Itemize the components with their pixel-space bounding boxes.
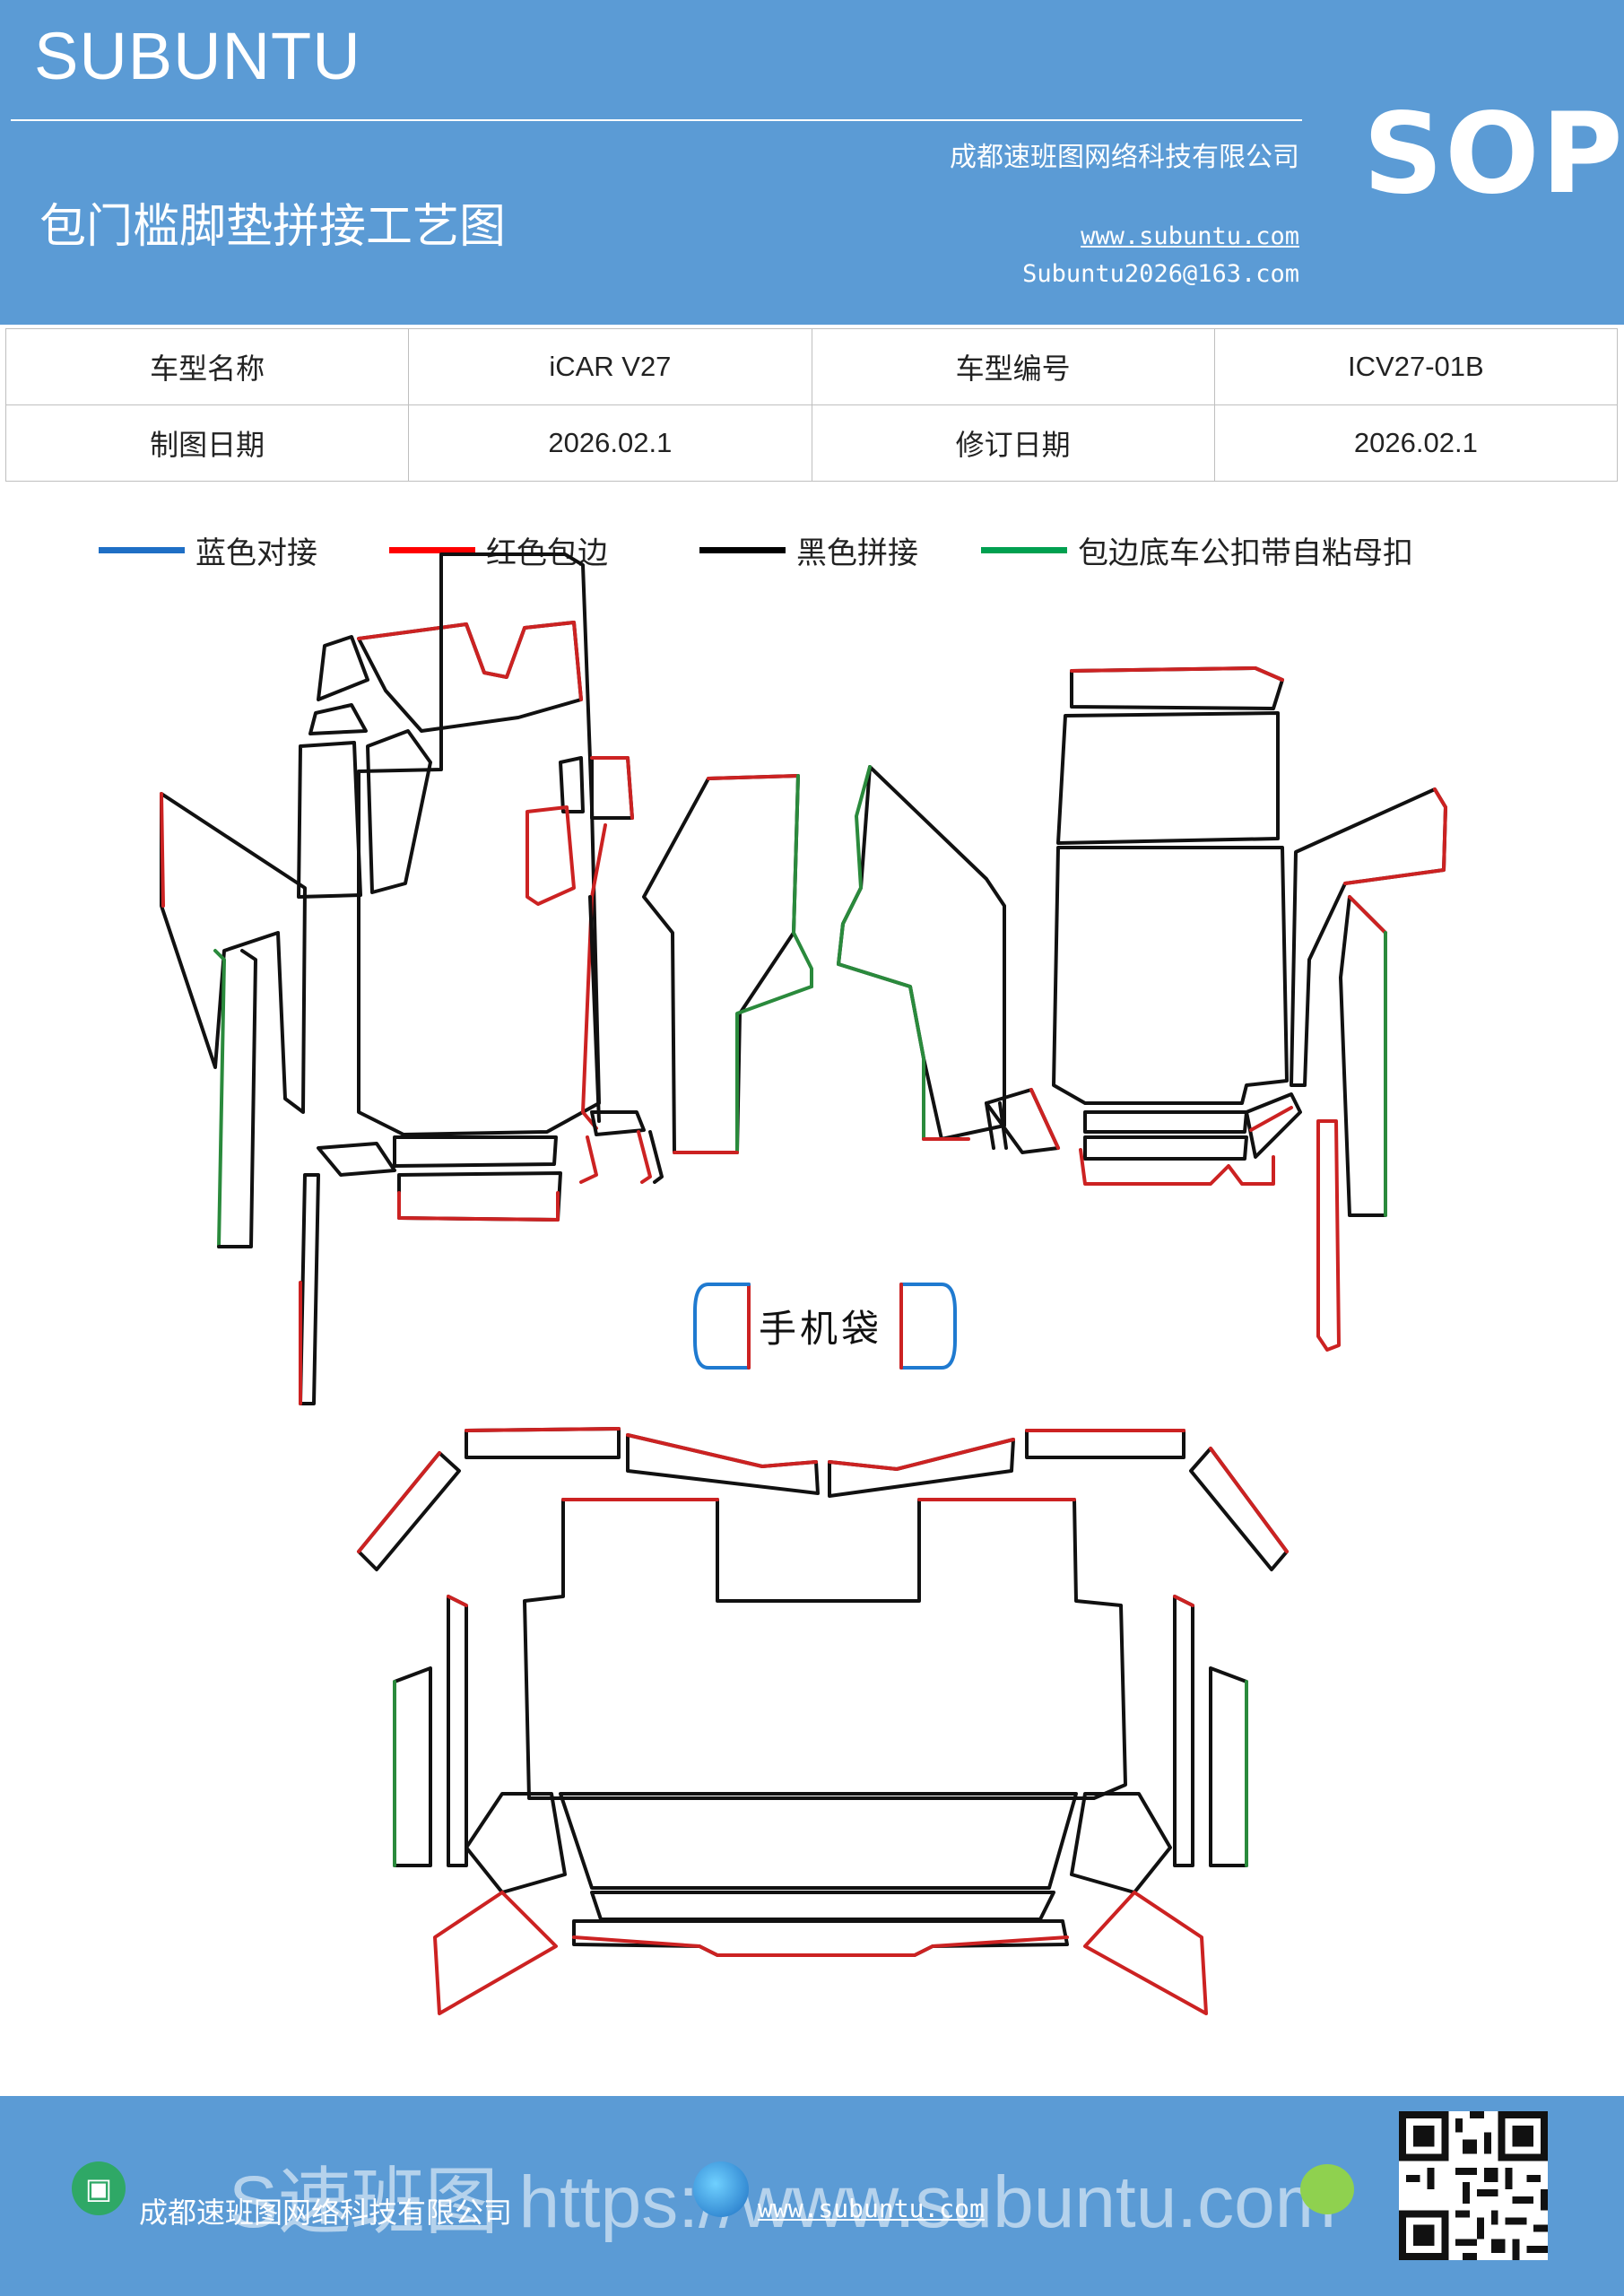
right-front-mats [837,666,1447,1352]
rear-mats [357,1427,1289,2015]
footer-company: 成都速班图网络科技有限公司 [139,2196,513,2230]
header-divider [11,119,1302,121]
sop-badge: SOP [1363,90,1624,219]
green-line-swatch [981,546,1067,553]
draw-date-label: 制图日期 [4,404,410,482]
red-line-swatch [389,546,475,553]
header-banner [0,0,1624,325]
model-name-label: 车型名称 [4,328,410,405]
brand-name: SUBUNTU [34,19,361,93]
table-row: 车型名称 iCAR V27 车型编号 ICV27-01B [4,328,1619,405]
qr-code [1399,2111,1548,2260]
legend-label: 蓝色对接 [195,535,317,571]
wechat-icon [1300,2164,1354,2214]
draw-date-value: 2026.02.1 [408,404,812,482]
company-name: 成都速班图网络科技有限公司 [950,142,1299,173]
vehicle-info-table: 车型名称 iCAR V27 车型编号 ICV27-01B 制图日期 2026.0… [4,328,1619,482]
footer-url-link[interactable]: www.subuntu.com [758,2194,985,2223]
footer-banner [0,2096,1624,2296]
blue-line-swatch [99,546,185,553]
black-line-swatch [699,546,786,553]
model-code-label: 车型编号 [811,328,1215,405]
legend-label: 包边底车公扣带自粘母扣 [1078,535,1413,571]
revision-date-label: 修订日期 [811,404,1215,482]
legend-label: 黑色拼接 [796,535,918,571]
legend-blue: 蓝色对接 [99,527,317,572]
website-link[interactable]: www.subuntu.com [1081,222,1299,250]
revision-date-value: 2026.02.1 [1213,404,1619,482]
legend-green: 包边底车公扣带自粘母扣 [981,527,1413,572]
model-code-value: ICV27-01B [1213,328,1619,405]
left-front-mats [160,552,813,1405]
globe-icon [693,2161,749,2217]
footer-watermark: S速班图 https://www.subuntu.com [229,2161,1337,2243]
table-row: 制图日期 2026.02.1 修订日期 2026.02.1 [4,404,1619,482]
phone-pocket [693,1283,957,1370]
email-address: Subuntu2026@163.com [1022,260,1299,288]
model-name-value: iCAR V27 [408,328,812,405]
page-title: 包门槛脚垫拼接工艺图 [39,200,507,254]
legend-black: 黑色拼接 [699,527,918,572]
building-icon: ▣ [72,2161,126,2215]
phone-pocket-label: 手机袋 [759,1307,883,1351]
